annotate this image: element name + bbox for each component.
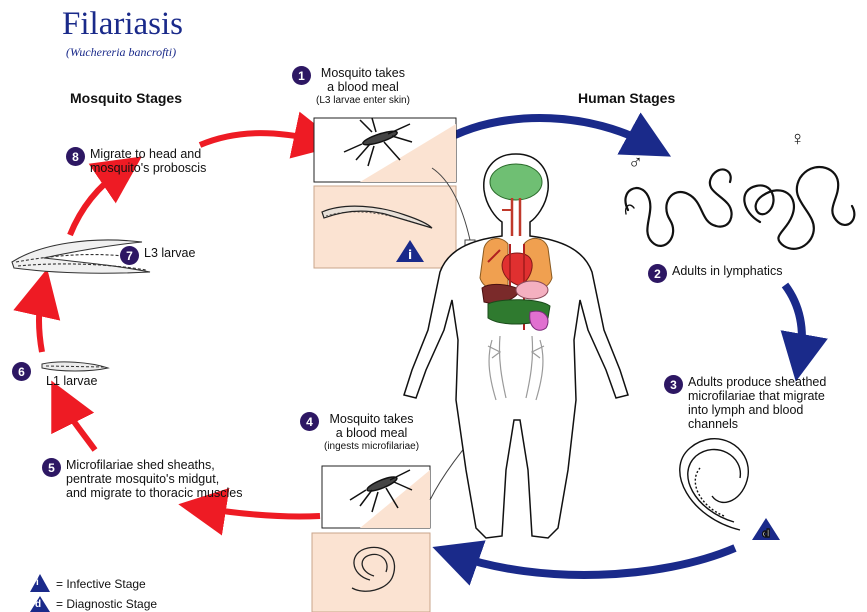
step-3-text: Adults produce sheathed microfilariae th… xyxy=(688,375,826,431)
arrow-6-to-7 xyxy=(39,292,42,352)
step-1: 1 Mosquito takes a blood meal (L3 larvae… xyxy=(292,66,410,108)
svg-text:i: i xyxy=(408,248,412,262)
step-4-badge: 4 xyxy=(300,412,319,431)
legend-diagnostic-letter: d xyxy=(35,599,41,610)
step-5: 5 Microfilariae shed sheaths, pentrate m… xyxy=(42,458,242,500)
step-1-subtext: (L3 larvae enter skin) xyxy=(316,94,410,108)
arrow-4-to-5 xyxy=(202,508,320,517)
arrow-5-to-6 xyxy=(62,402,95,450)
step-2-badge: 2 xyxy=(648,264,667,283)
arrow-1-to-2 xyxy=(455,118,650,145)
step-5-text: Microfilariae shed sheaths, pentrate mos… xyxy=(66,458,242,500)
l1-larva-icon xyxy=(42,362,108,371)
legend-infective-letter: i xyxy=(36,577,39,588)
step-6: 6 xyxy=(12,362,36,381)
mosquito-stages-heading: Mosquito Stages xyxy=(70,90,182,106)
step-3-badge: 3 xyxy=(664,375,683,394)
step-8-badge: 8 xyxy=(66,147,85,166)
legend-infective-icon xyxy=(30,574,50,592)
step-4: 4 Mosquito takes a blood meal (ingests m… xyxy=(300,412,419,454)
legend-diagnostic: = Diagnostic Stage xyxy=(56,597,157,611)
page-subtitle: (Wuchereria bancrofti) xyxy=(66,45,176,60)
legend-diagnostic-label: = Diagnostic Stage xyxy=(56,597,157,611)
arrow-8-to-1 xyxy=(200,133,318,145)
step-5-badge: 5 xyxy=(42,458,61,477)
svg-text:d: d xyxy=(762,527,770,540)
step-1-text: Mosquito takes a blood meal xyxy=(316,66,410,94)
adult-worms-icon xyxy=(625,167,854,249)
step-4-subtext: (ingests microfilariae) xyxy=(324,440,419,454)
legend-infective: = Infective Stage xyxy=(56,577,146,591)
brain-icon xyxy=(490,164,542,200)
mosquito-bite-panel-bottom xyxy=(312,466,430,612)
step-6-badge: 6 xyxy=(12,362,31,381)
arrow-3-to-4 xyxy=(455,548,735,575)
sheathed-microfilaria-icon: d xyxy=(680,439,780,540)
step-6-text: L1 larvae xyxy=(46,374,97,388)
step-2: 2 Adults in lymphatics xyxy=(648,264,782,283)
legend-infective-label: = Infective Stage xyxy=(56,577,146,591)
step-4-text: Mosquito takes a blood meal xyxy=(324,412,419,440)
step-2-text: Adults in lymphatics xyxy=(672,264,782,278)
arrow-2-to-3 xyxy=(785,285,802,358)
step-7-badge: 7 xyxy=(120,246,139,265)
stomach-icon xyxy=(516,281,548,299)
female-symbol: ♀ xyxy=(790,128,805,151)
step-7-text: L3 larvae xyxy=(144,246,195,260)
arrow-7-to-8 xyxy=(70,170,122,235)
mosquito-bite-panel-top: i xyxy=(314,118,456,268)
page-title: Filariasis xyxy=(62,6,183,43)
human-stages-heading: Human Stages xyxy=(578,90,675,106)
male-symbol: ♂ xyxy=(628,152,643,175)
step-6-label: L1 larvae xyxy=(46,374,97,388)
step-7: 7 L3 larvae xyxy=(120,246,195,265)
step-3: 3 Adults produce sheathed microfilariae … xyxy=(664,375,826,431)
step-1-badge: 1 xyxy=(292,66,311,85)
step-8-text: Migrate to head and mosquito's proboscis xyxy=(90,147,206,175)
step-8: 8 Migrate to head and mosquito's probosc… xyxy=(66,147,206,175)
